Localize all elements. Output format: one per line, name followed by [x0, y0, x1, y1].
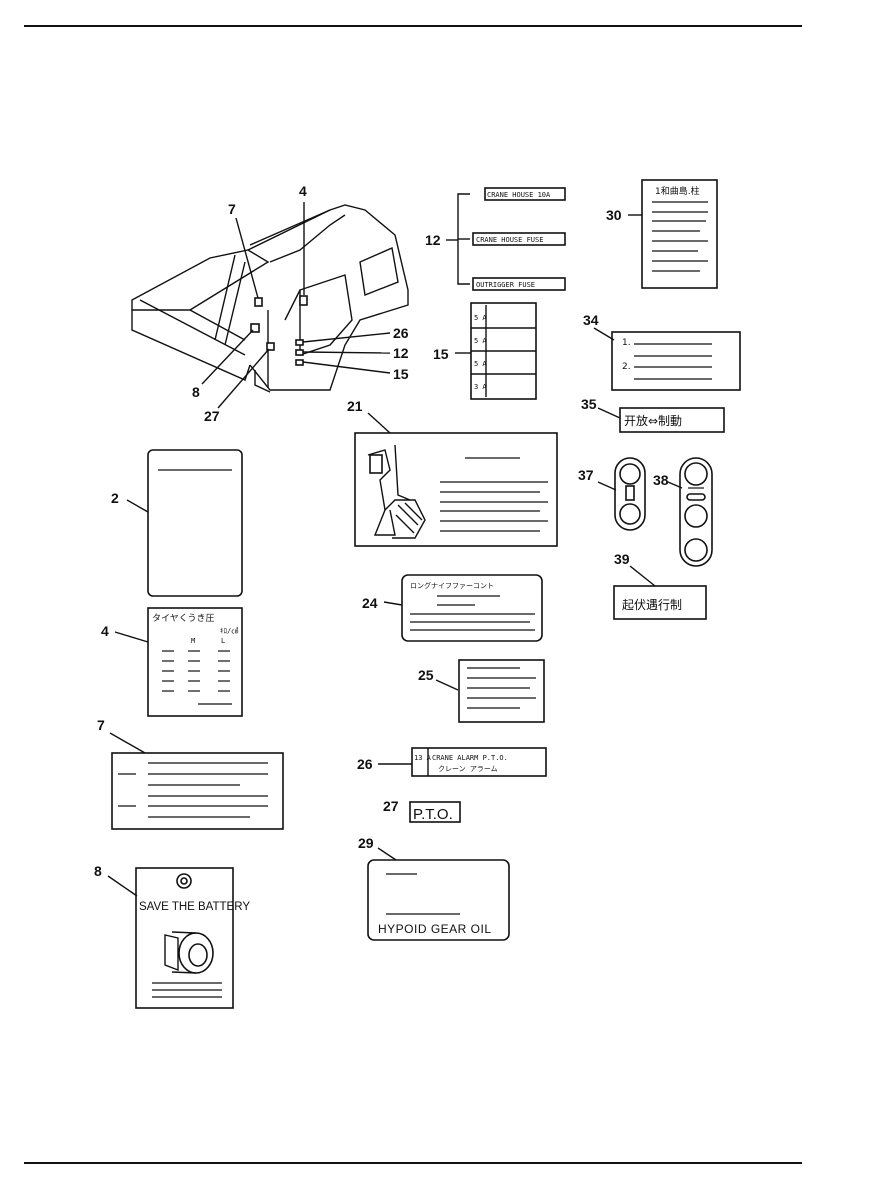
part-21-plate: [354, 412, 558, 547]
part-39-plate: [613, 565, 707, 620]
callout-27: 27: [383, 798, 399, 814]
callout-12: 12: [425, 232, 441, 248]
callout-39: 39: [614, 551, 630, 567]
plate-30-header: 1和曲島.柱: [655, 185, 700, 197]
callout-truck-15: 15: [393, 366, 409, 382]
part-2-plate: [126, 449, 243, 597]
fuse-amp-2: 5 A: [474, 337, 487, 345]
callout-34: 34: [583, 312, 599, 328]
plate-4-col-l: L: [221, 637, 225, 645]
callout-15: 15: [433, 346, 449, 362]
fuse-amp-1: 5 A: [474, 314, 487, 322]
callout-truck-26: 26: [393, 325, 409, 341]
part-35-plate: [597, 407, 725, 433]
plate-26-line1: CRANE ALARM P.T.O.: [432, 754, 508, 762]
plate-34-row1: 1.: [622, 338, 631, 348]
part-24-plate: [383, 574, 543, 642]
fuse-label-crane-house-10a: CRANE HOUSE 10A: [487, 191, 551, 199]
plate-29-text: HYPOID GEAR OIL: [378, 922, 492, 936]
callout-truck-4: 4: [299, 183, 307, 199]
callout-2: 2: [111, 490, 119, 506]
part-27-plate: [409, 801, 461, 823]
callout-30: 30: [606, 207, 622, 223]
plate-26-amp: 13 A: [414, 754, 432, 762]
part-7-plate: [109, 732, 284, 830]
callout-truck-12: 12: [393, 345, 409, 361]
part-8-battery-tag: [107, 867, 234, 1009]
callout-37: 37: [578, 467, 594, 483]
callout-4: 4: [101, 623, 109, 639]
part-37-plate: [597, 457, 646, 531]
plate-24-header: ロングナイフファーコント: [410, 581, 494, 590]
plate-27-text: P.T.O.: [413, 806, 453, 823]
part-26-plate: [378, 747, 547, 777]
plate-39-text: 起伏遇行制: [622, 598, 682, 612]
plate-4-col-m: M: [191, 637, 195, 645]
callout-25: 25: [418, 667, 434, 683]
part-25-plate: [435, 659, 545, 723]
plate-8-text: SAVE THE BATTERY: [139, 901, 250, 913]
part-34-plate: [593, 327, 741, 391]
callout-truck-7: 7: [228, 201, 236, 217]
fuse-amp-3: 5 A: [474, 360, 487, 368]
plate-35-text: 开放⇔制動: [624, 413, 682, 428]
plate-34-row2: 2.: [622, 362, 631, 372]
part-12-fuse-labels: [446, 187, 566, 291]
part-15-fuse-plate: [455, 302, 537, 400]
callout-29: 29: [358, 835, 374, 851]
fuse-amp-4: 3 A: [474, 383, 487, 391]
callout-7: 7: [97, 717, 105, 733]
callout-26: 26: [357, 756, 373, 772]
callout-8: 8: [94, 863, 102, 879]
callout-truck-8: 8: [192, 384, 200, 400]
plate-4-header: タイヤくうき圧: [152, 613, 215, 624]
part-4-tire-pressure-plate: [114, 607, 243, 717]
truck-illustration: [131, 202, 409, 409]
fuse-label-crane-house: CRANE HOUSE FUSE: [476, 236, 543, 244]
part-38-plate: [667, 457, 713, 567]
fuse-label-outrigger: OUTRIGGER FUSE: [476, 281, 535, 289]
part-30-plate: [628, 179, 718, 289]
plate-26-line2: クレーン アラーム: [438, 765, 498, 773]
callout-38: 38: [653, 472, 669, 488]
part-29-plate: [367, 847, 510, 941]
callout-35: 35: [581, 396, 597, 412]
callout-21: 21: [347, 398, 363, 414]
callout-truck-27: 27: [204, 408, 220, 424]
plate-4-unit: ｷﾛ/㎠: [220, 627, 238, 635]
callout-24: 24: [362, 595, 378, 611]
